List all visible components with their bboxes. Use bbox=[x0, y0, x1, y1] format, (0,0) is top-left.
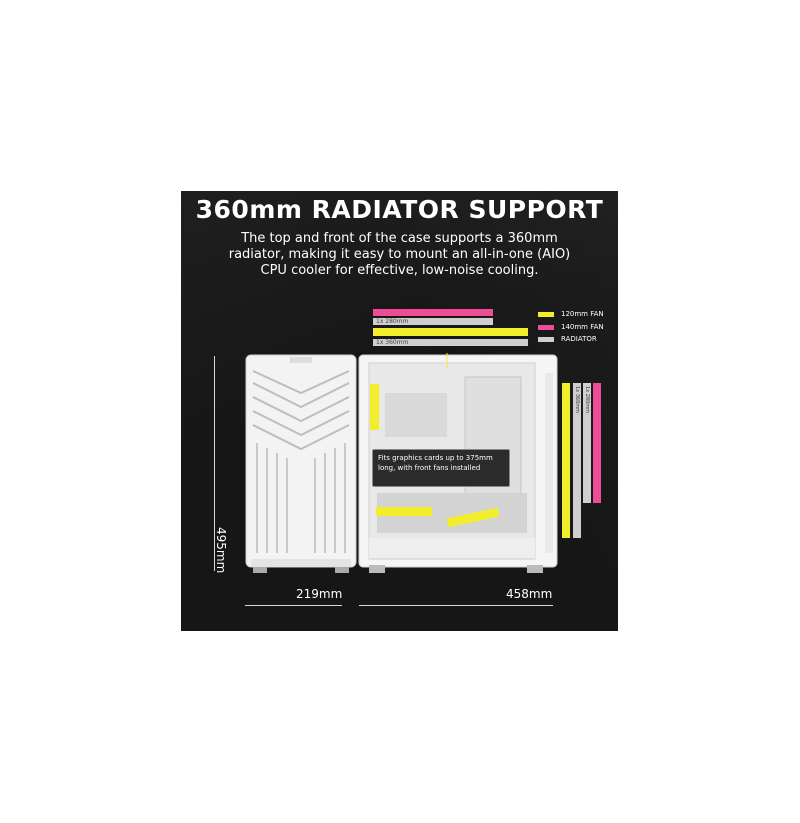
case-front-mesh-icon bbox=[245, 354, 357, 573]
front-120mm-fan-bar bbox=[562, 383, 570, 538]
page-title: 360mm RADIATOR SUPPORT bbox=[195, 195, 604, 224]
bottom-fan-highlight bbox=[376, 507, 432, 516]
legend-120mm-swatch bbox=[538, 312, 554, 317]
front-140mm-fan-bar bbox=[593, 383, 601, 503]
legend-radiator-swatch bbox=[538, 337, 554, 342]
depth-dimension-label: 458mm bbox=[506, 587, 553, 601]
front-280mm-radiator-bar: 1x 280mm bbox=[583, 383, 591, 503]
gpu-clearance-callout: Fits graphics cards up to 375mm long, wi… bbox=[372, 449, 510, 487]
top-360mm-label: 1x 360mm bbox=[376, 339, 409, 346]
legend-140mm-label: 140mm FAN bbox=[561, 323, 604, 331]
height-dimension-line bbox=[214, 356, 215, 571]
height-dimension-label: 495mm bbox=[214, 527, 228, 574]
gpu-clearance-text: Fits graphics cards up to 375mm long, wi… bbox=[378, 454, 493, 472]
front-360mm-label: 1x 360mm bbox=[574, 386, 580, 414]
legend-120mm-label: 120mm FAN bbox=[561, 310, 604, 318]
front-360mm-radiator-bar: 1x 360mm bbox=[573, 383, 581, 538]
depth-dimension-line bbox=[359, 605, 553, 606]
top-280mm-radiator-bar: 1x 280mm bbox=[373, 318, 493, 325]
width-dimension-label: 219mm bbox=[296, 587, 343, 601]
legend-140mm-swatch bbox=[538, 325, 554, 330]
top-120mm-fan-bar bbox=[373, 328, 528, 336]
top-360mm-radiator-bar: 1x 360mm bbox=[373, 339, 528, 346]
description: The top and front of the case supports a… bbox=[228, 231, 571, 278]
front-280mm-label: 1x 280mm bbox=[584, 386, 590, 414]
front-fan-highlight bbox=[370, 384, 379, 430]
radiator-support-panel: 360mm RADIATOR SUPPORT The top and front… bbox=[181, 191, 618, 631]
top-140mm-fan-bar bbox=[373, 309, 493, 316]
top-280mm-label: 1x 280mm bbox=[376, 318, 409, 325]
width-dimension-line bbox=[245, 605, 342, 606]
legend-radiator-label: RADIATOR bbox=[561, 335, 597, 343]
